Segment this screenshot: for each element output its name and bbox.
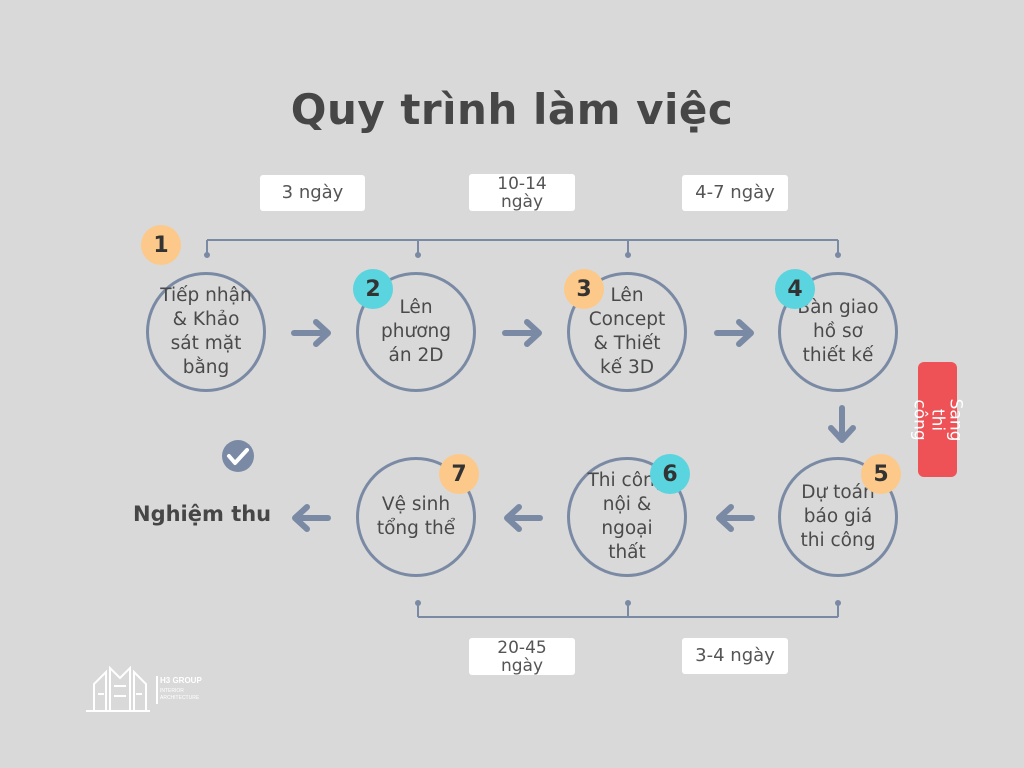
final-step-label: Nghiệm thu	[133, 502, 272, 526]
arrow-icon-right-3	[714, 319, 754, 347]
side-tag-label: Sang thi công	[909, 398, 966, 441]
arrow-icon-right-1	[291, 319, 331, 347]
logo-name: H3 GROUP	[160, 676, 202, 685]
step-circle-5: Dự toán báo giá thi công	[778, 457, 898, 577]
arrow-icon-left-2	[504, 504, 543, 532]
step-circle-1: Tiếp nhận & Khảo sát mặt bằng	[146, 272, 266, 392]
step-circle-4: Bàn giao hồ sơ thiết kế	[778, 272, 898, 392]
duration-text: 4-7 ngày	[695, 182, 775, 203]
duration-text: 10-14 ngày	[497, 173, 547, 212]
top-bracket	[204, 239, 841, 258]
arrow-icon-down	[828, 405, 856, 443]
arrow-icon-right-2	[502, 319, 542, 347]
page-title: Quy trình làm việc	[290, 85, 734, 134]
step-circle-3: Lên Concept & Thiết kế 3D	[567, 272, 687, 392]
duration-chip-step6: 20-45 ngày	[469, 638, 575, 675]
step-circle-7: Vệ sinh tổng thể	[356, 457, 476, 577]
step-number-badge-1: 1	[141, 225, 181, 265]
step-label: Lên Concept & Thiết kế 3D	[588, 285, 666, 378]
step-circle-6: Thi công nội & ngoại thất	[567, 457, 687, 577]
duration-text: 3-4 ngày	[695, 645, 775, 666]
step-label: Thi công nội & ngoại thất	[587, 470, 667, 563]
duration-text: 3 ngày	[281, 182, 344, 203]
step-circle-2: Lên phương án 2D	[356, 272, 476, 392]
step-label: Bàn giao hồ sơ thiết kế	[797, 297, 879, 366]
duration-chip-step4: 4-7 ngày	[682, 175, 788, 211]
step-label: Vệ sinh tổng thể	[376, 494, 456, 539]
logo-tagline-1: INTERIOR	[160, 688, 184, 694]
step-label: Tiếp nhận & Khảo sát mặt bằng	[160, 285, 252, 378]
duration-text: 20-45 ngày	[497, 637, 547, 676]
step-number-badge-3: 3	[564, 269, 604, 309]
logo-divider	[156, 676, 158, 704]
duration-chip-step1: 3 ngày	[260, 175, 365, 211]
step-number-badge-4: 4	[775, 269, 815, 309]
arrow-icon-left-3	[292, 504, 331, 532]
duration-chip-step5: 3-4 ngày	[682, 638, 788, 674]
step-number-badge-7: 7	[439, 454, 479, 494]
side-tag-construction: Sang thi công	[910, 362, 966, 477]
step-number-badge-2: 2	[353, 269, 393, 309]
logo-tagline-2: ARCHITECTURE	[160, 695, 200, 701]
step-number-badge-5: 5	[861, 454, 901, 494]
building-logo-icon	[86, 665, 150, 712]
duration-chip-step2-3: 10-14 ngày	[469, 174, 575, 211]
logo: H3 GROUP INTERIOR ARCHITECTURE	[84, 664, 224, 714]
step-number-badge-6: 6	[650, 454, 690, 494]
step-label: Dự toán báo giá thi công	[800, 482, 876, 551]
step-label: Lên phương án 2D	[381, 297, 451, 366]
check-circle-icon	[222, 440, 254, 472]
arrow-icon-left-1	[716, 504, 755, 532]
bottom-bracket	[415, 600, 841, 618]
